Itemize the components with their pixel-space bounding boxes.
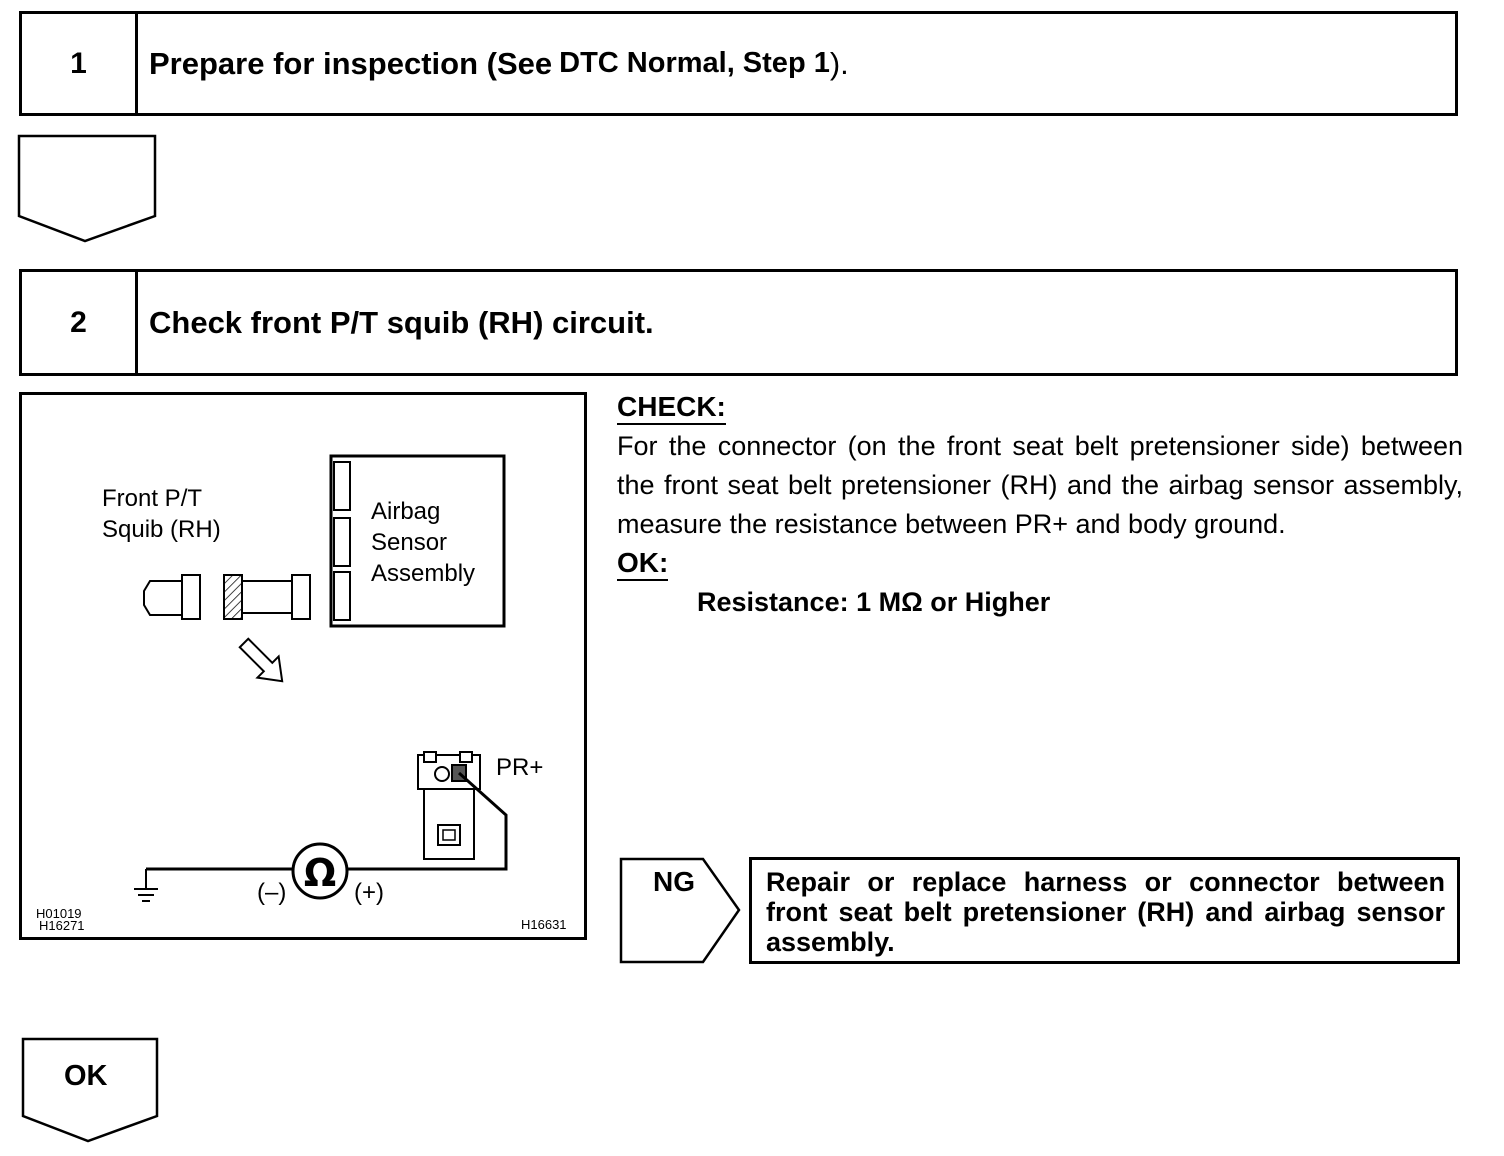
figure-code-right: H16631 — [521, 917, 567, 932]
step-1-title-c: ). — [829, 45, 849, 81]
step-2-box: 2 Check front P/T squib (RH) circuit. — [19, 269, 1458, 376]
sensor-tab-3 — [333, 571, 351, 621]
connector-body — [241, 580, 293, 614]
direction-arrow — [238, 637, 284, 683]
sensor-label-line-1: Airbag — [371, 498, 441, 525]
ng-label: NG — [653, 866, 695, 897]
step-1-title-a: Prepare for inspection (See — [149, 45, 553, 81]
check-text: For the connector (on the front seat bel… — [617, 431, 1463, 539]
ok-arrow-shape — [21, 1037, 159, 1143]
pr-plus-label: PR+ — [496, 754, 544, 781]
connector-hatched — [223, 574, 243, 620]
sensor-label-line-2: Sensor — [371, 529, 448, 556]
plus-label: (+) — [354, 879, 384, 906]
ground-symbol — [134, 869, 158, 902]
ohmmeter-symbol: Ω — [304, 851, 336, 895]
squib-label-line-2: Squib (RH) — [102, 516, 221, 543]
step-1-box: 1 Prepare for inspection (See DTC Normal… — [19, 11, 1458, 116]
sensor-tab-2 — [333, 517, 351, 567]
sensor-tab-1 — [333, 461, 351, 511]
circuit-diagram: Ω — [134, 454, 508, 902]
ok-label: OK — [64, 1060, 108, 1092]
step-2-number: 2 — [22, 272, 138, 373]
pr-connector — [417, 751, 481, 860]
ng-remedy-text: Repair or replace harness or connector b… — [749, 857, 1460, 964]
minus-label: (–) — [257, 879, 287, 906]
ng-arrow-shape — [619, 857, 741, 964]
check-block: CHECK: For the connector (on the front s… — [617, 388, 1463, 622]
figure-code-left: H01019 H16271 — [36, 906, 85, 933]
step-1-title-b: DTC Normal, Step 1 — [559, 47, 830, 79]
step-2-title: Check front P/T squib (RH) circuit. — [149, 304, 654, 340]
probe-wire-positive — [348, 771, 508, 871]
squib-plug-end — [181, 574, 201, 620]
ohmmeter-circle — [291, 842, 349, 900]
circuit-figure: Ω Front P/T Squib (RH) Airbag Sensor Ass… — [19, 392, 587, 940]
ok-spec: Resistance: 1 MΩ or Higher — [697, 587, 1051, 617]
figure-code-left-2: H16271 — [39, 918, 85, 933]
step-1-number: 1 — [22, 14, 138, 113]
step-1-title: Prepare for inspection (See DTC Normal, … — [149, 14, 849, 113]
sensor-assembly-box — [329, 454, 506, 628]
sensor-label-line-3: Assembly — [371, 560, 476, 587]
step-arrow-shape — [17, 134, 157, 243]
squib-plug — [143, 580, 183, 616]
ok-header: OK: — [617, 547, 669, 581]
figure-code-left-1: H01019 — [36, 906, 82, 921]
squib-label-line-1: Front P/T — [102, 485, 203, 512]
connector-end — [291, 574, 311, 620]
check-header: CHECK: — [617, 391, 726, 425]
squib-label: Front P/T Squib (RH) — [102, 483, 221, 545]
sensor-label: Airbag Sensor Assembly — [371, 496, 475, 589]
